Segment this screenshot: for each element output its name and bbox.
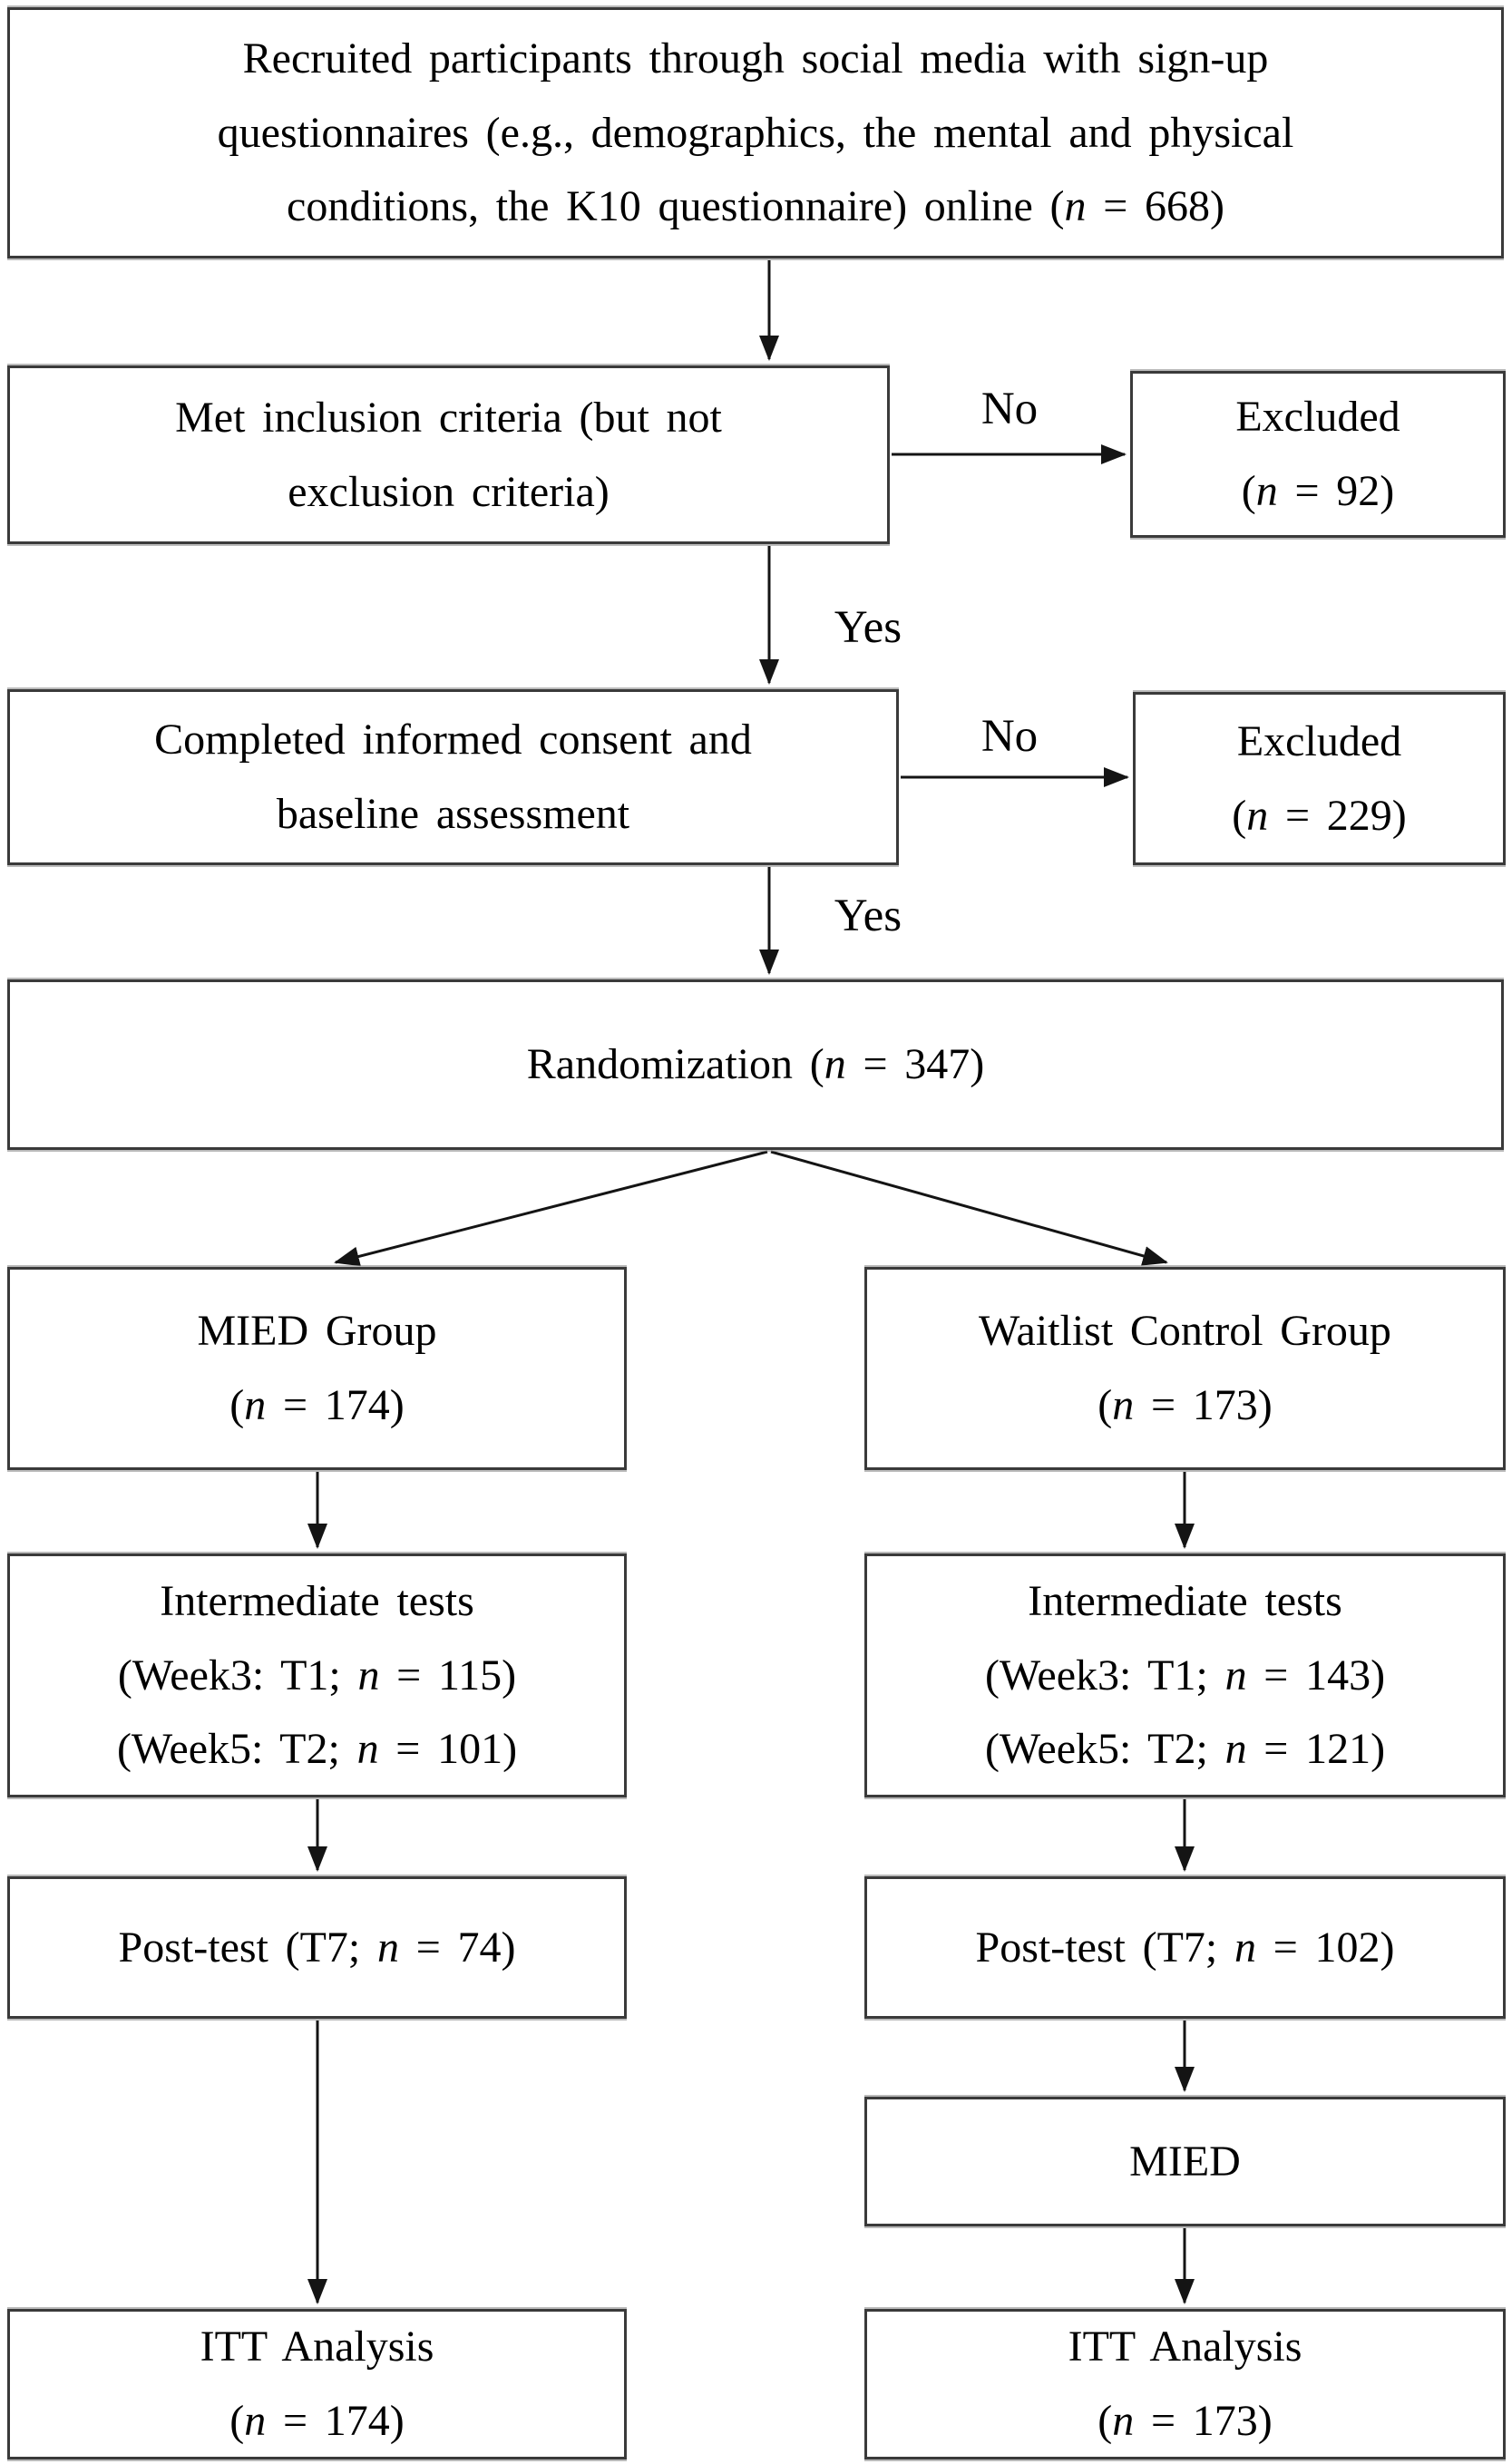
box-excluded-n229: Excluded (n = 229)	[1133, 692, 1506, 865]
box-met-inclusion-criteria: Met inclusion criteria (but not exclusio…	[7, 365, 890, 544]
box-intermediate-tests-waitlist: Intermediate tests (Week3: T1; n = 143) …	[864, 1553, 1506, 1797]
arrow-randomization-to-mied-group	[334, 1150, 768, 1267]
box-posttest-mied: Post-test (T7; n = 74)	[7, 1876, 627, 2019]
box-excluded-n92: Excluded (n = 92)	[1130, 371, 1506, 538]
label-no-2: No	[980, 711, 1039, 762]
arrow-randomization-to-waitlist	[770, 1150, 1168, 1266]
box-mied-intervention: MIED	[864, 2097, 1506, 2226]
box-mied-group: MIED Group (n = 174)	[7, 1267, 627, 1470]
label-yes-1: Yes	[834, 602, 902, 653]
label-yes-2: Yes	[834, 891, 902, 941]
box-recruited: Recruited participants through social me…	[7, 7, 1504, 258]
box-itt-analysis-waitlist: ITT Analysis (n = 173)	[864, 2309, 1506, 2459]
box-itt-analysis-mied: ITT Analysis (n = 174)	[7, 2309, 627, 2459]
box-waitlist-control-group: Waitlist Control Group (n = 173)	[864, 1267, 1506, 1470]
label-no-1: No	[980, 384, 1039, 434]
box-informed-consent: Completed informed consent and baseline …	[7, 689, 899, 865]
box-randomization: Randomization (n = 347)	[7, 979, 1504, 1150]
box-posttest-waitlist: Post-test (T7; n = 102)	[864, 1876, 1506, 2019]
box-intermediate-tests-mied: Intermediate tests (Week3: T1; n = 115) …	[7, 1553, 627, 1797]
